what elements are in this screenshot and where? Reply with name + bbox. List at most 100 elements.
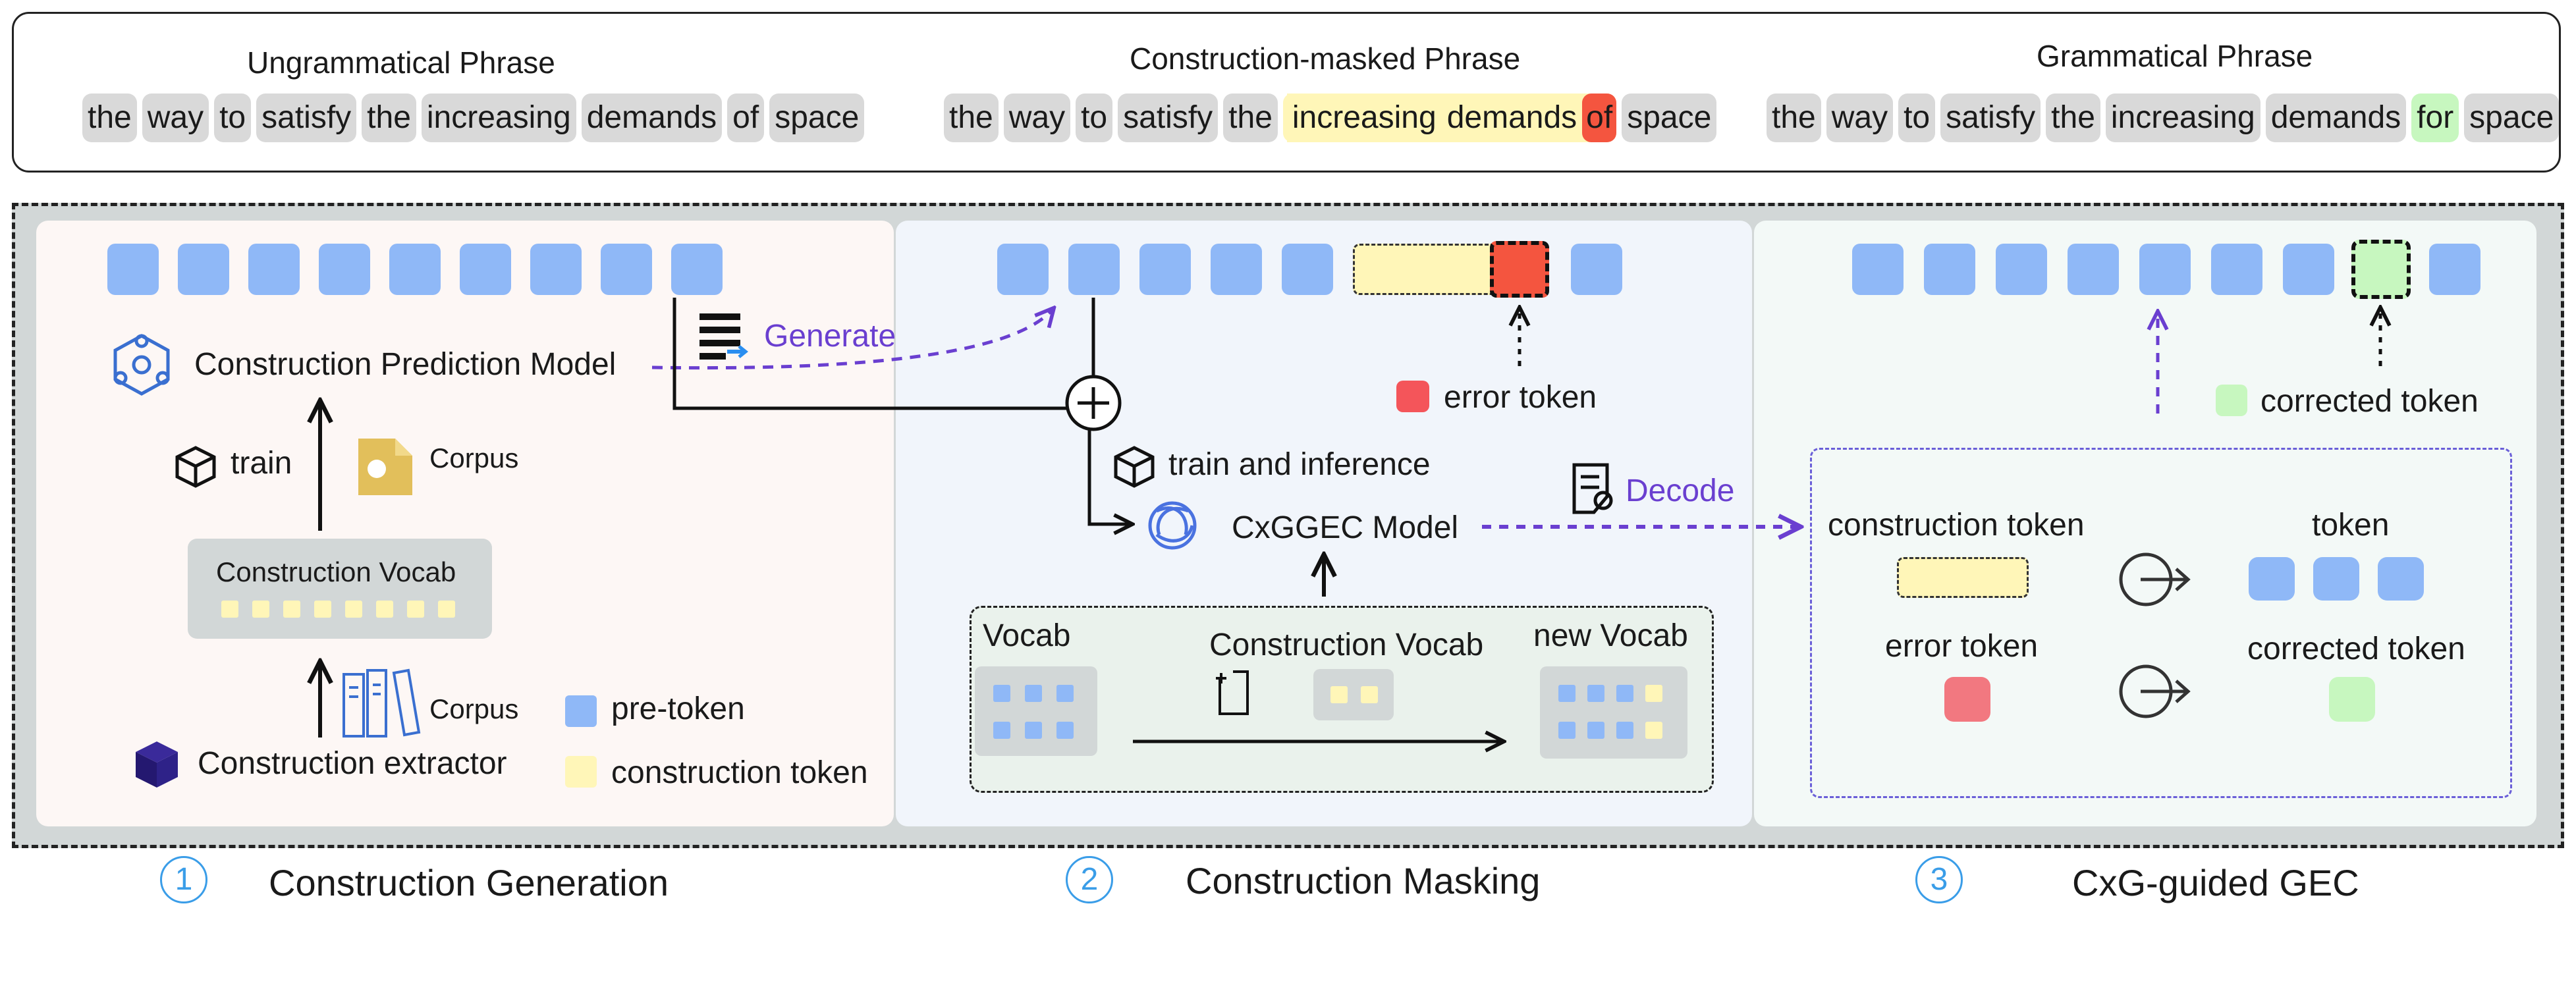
new-vocab-cell — [1558, 722, 1576, 739]
pre-token-square — [2068, 244, 2119, 295]
pre-token-square — [1924, 244, 1975, 295]
pre-token-square — [460, 244, 511, 295]
construction-vocab-cell — [1330, 686, 1348, 703]
panel-cxg-guided-gec — [1754, 221, 2536, 826]
construction-vocab-grid — [1313, 669, 1394, 720]
phrase-token: way — [1826, 94, 1894, 142]
pre-token-square — [1571, 244, 1622, 295]
new-vocab-grid — [1540, 666, 1687, 759]
phrase-token: the — [2046, 94, 2100, 142]
add-vocab-icon — [1216, 670, 1249, 715]
pre-token-square — [2139, 244, 2191, 295]
phrase-token: way — [1003, 94, 1071, 142]
section-number-1: 1 — [160, 856, 207, 903]
new-vocab-label: new Vocab — [1533, 618, 1688, 653]
phrase-token: to — [214, 94, 252, 142]
error-phrase-token: of — [1582, 94, 1617, 142]
pre-token-square — [389, 244, 441, 295]
phrase-token: space — [2464, 94, 2560, 142]
tokens-to-combine-line — [672, 298, 1067, 410]
vocab-cell — [1056, 685, 1074, 702]
phrase-token: the — [944, 94, 999, 142]
pre-token-square — [530, 244, 582, 295]
construction-token-label: construction token — [1828, 508, 2085, 543]
construction-vocab-label: Construction Vocab — [216, 556, 456, 587]
construction-token-square — [376, 601, 393, 618]
construction-token-square — [345, 601, 362, 618]
phrase-token: increasing — [1286, 94, 1442, 142]
corrected-token-legend-label: corrected token — [2261, 384, 2479, 419]
construction-span: increasing demands of — [1282, 94, 1617, 142]
new-vocab-cell — [1645, 722, 1662, 739]
pre-token-square — [1211, 244, 1262, 295]
extractor-label: Construction extractor — [198, 746, 507, 781]
construction-token-square — [221, 601, 238, 618]
vocab-grid — [975, 666, 1097, 756]
model-knot-icon — [1148, 501, 1197, 550]
phrase-token: to — [1076, 94, 1113, 142]
construction-token-swatch — [1897, 557, 2029, 598]
phrase-token: demands — [1441, 94, 1583, 142]
pre-token-square — [1139, 244, 1191, 295]
phrase-token: way — [142, 94, 209, 142]
vocab-cell — [1025, 722, 1042, 739]
model-network-icon — [113, 334, 170, 396]
train-inference-label: train and inference — [1168, 447, 1431, 482]
error-token-square — [1490, 241, 1549, 298]
ungrammatical-phrase: the way to satisfy the increasing demand… — [82, 94, 865, 142]
corpus-label-top: Corpus — [429, 443, 519, 473]
pre-token-square — [671, 244, 723, 295]
decode-document-icon — [1572, 463, 1613, 514]
construction-token-square — [438, 601, 455, 618]
new-vocab-cell — [1645, 685, 1662, 702]
pre-token-square — [2283, 244, 2334, 295]
legend-construction-token-label: construction token — [611, 755, 868, 790]
phrase-token: space — [769, 94, 865, 142]
train-inference-cube-icon — [1114, 446, 1155, 488]
vocab-label: Vocab — [983, 618, 1071, 653]
map-arrow-icon — [2119, 664, 2191, 718]
new-vocab-cell — [1616, 722, 1633, 739]
corrected-token-swatch — [2329, 677, 2375, 722]
construction-vocab-cell — [1361, 686, 1378, 703]
phrase-token: space — [1622, 94, 1717, 142]
pre-token-square — [2429, 244, 2480, 295]
corrected-phrase-token: for — [2411, 94, 2459, 142]
token-swatch — [2313, 557, 2359, 601]
prediction-model-label: Construction Prediction Model — [194, 347, 617, 382]
pre-token-square — [1282, 244, 1333, 295]
token-swatch — [2249, 557, 2295, 601]
legend-pre-token-label: pre-token — [611, 691, 745, 726]
phrase-token: of — [727, 94, 765, 142]
new-vocab-cell — [1587, 685, 1604, 702]
pre-token-square — [178, 244, 229, 295]
decode-explanation-box — [1810, 448, 2512, 798]
pre-token-square — [2211, 244, 2262, 295]
combine-to-model-arrow — [1087, 429, 1130, 524]
pre-token-square — [248, 244, 300, 295]
phrase-token: demands — [2265, 94, 2407, 142]
train-label: train — [231, 446, 292, 481]
phrase-token: the — [1767, 94, 1821, 142]
construction-vocab-label-2: Construction Vocab — [1209, 628, 1484, 662]
cxggec-model-label: CxGGEC Model — [1232, 510, 1459, 545]
phrase-token: increasing — [421, 94, 576, 142]
pre-token-square — [319, 244, 370, 295]
phrase-token: demands — [581, 94, 723, 142]
extractor-cube-icon — [136, 741, 178, 788]
pre-token-square — [107, 244, 159, 295]
construction-token-square — [252, 601, 269, 618]
section-number-3: 3 — [1915, 856, 1963, 903]
pre-token-square — [997, 244, 1049, 295]
corrected-token-square — [2351, 240, 2411, 299]
corrected-token-label: corrected token — [2247, 631, 2465, 666]
masked-phrase: the way to satisfy the increasing demand… — [944, 94, 1717, 142]
pre-token-square — [1068, 244, 1120, 295]
phrase-token: the — [82, 94, 137, 142]
vocab-cell — [1025, 685, 1042, 702]
masked-phrase-title: Construction-masked Phrase — [1130, 41, 1521, 76]
legend-construction-token-swatch — [565, 756, 597, 788]
legend-pre-token-swatch — [565, 695, 597, 727]
generate-arrow — [651, 309, 1053, 370]
grammatical-phrase-title: Grammatical Phrase — [2037, 39, 2313, 73]
